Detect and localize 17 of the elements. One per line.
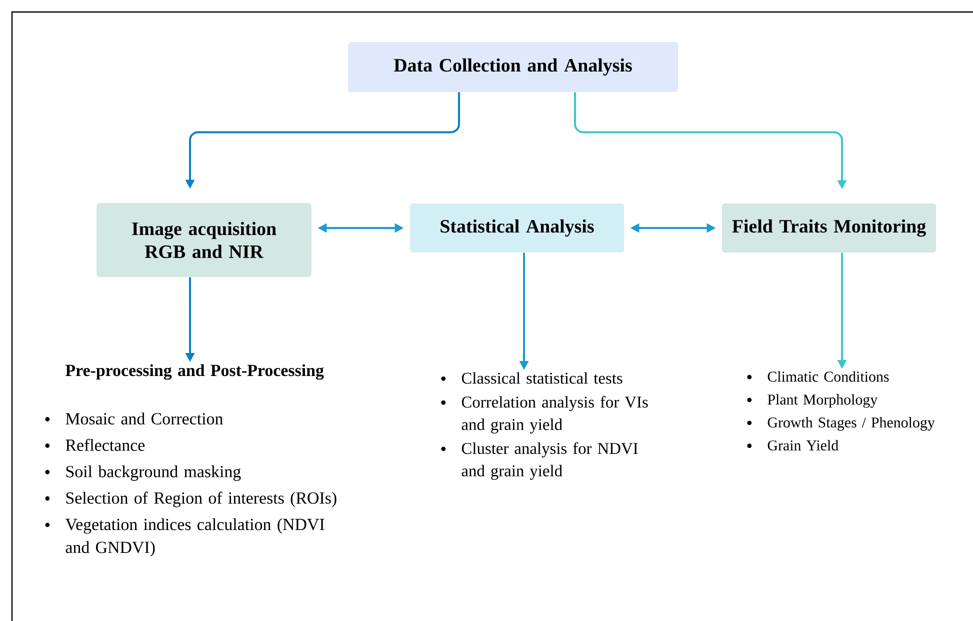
list-item: Growth Stages / Phenology <box>768 417 935 431</box>
list-item: Cluster analysis for NDVI and grain yield <box>462 442 638 480</box>
list-heading: Pre-processing and Post-Processing <box>66 364 324 380</box>
list-item: Vegetation indices calculation (NDVI and GNDVI) <box>65 518 324 557</box>
list-item: Mosaic and Correction <box>66 412 223 425</box>
list-item: Reflectance <box>66 438 145 451</box>
list-item: Climatic Conditions <box>768 371 889 382</box>
list-item: Selection of Region of interests (ROIs) <box>66 492 336 508</box>
process-box: Image acquisition RGB and NIR <box>96 203 312 277</box>
list-item: Plant Morphology <box>768 394 878 408</box>
list-item: Correlation analysis for VIs and grain yield <box>462 396 648 434</box>
list-item: Classical statistical tests <box>462 372 622 384</box>
process-box: Data Collection and Analysis <box>348 42 678 92</box>
list-item: Grain Yield <box>768 440 838 450</box>
list-item: Soil background masking <box>66 465 241 481</box>
process-box: Field Traits Monitoring <box>722 204 936 252</box>
process-box: Statistical Analysis <box>410 204 624 252</box>
